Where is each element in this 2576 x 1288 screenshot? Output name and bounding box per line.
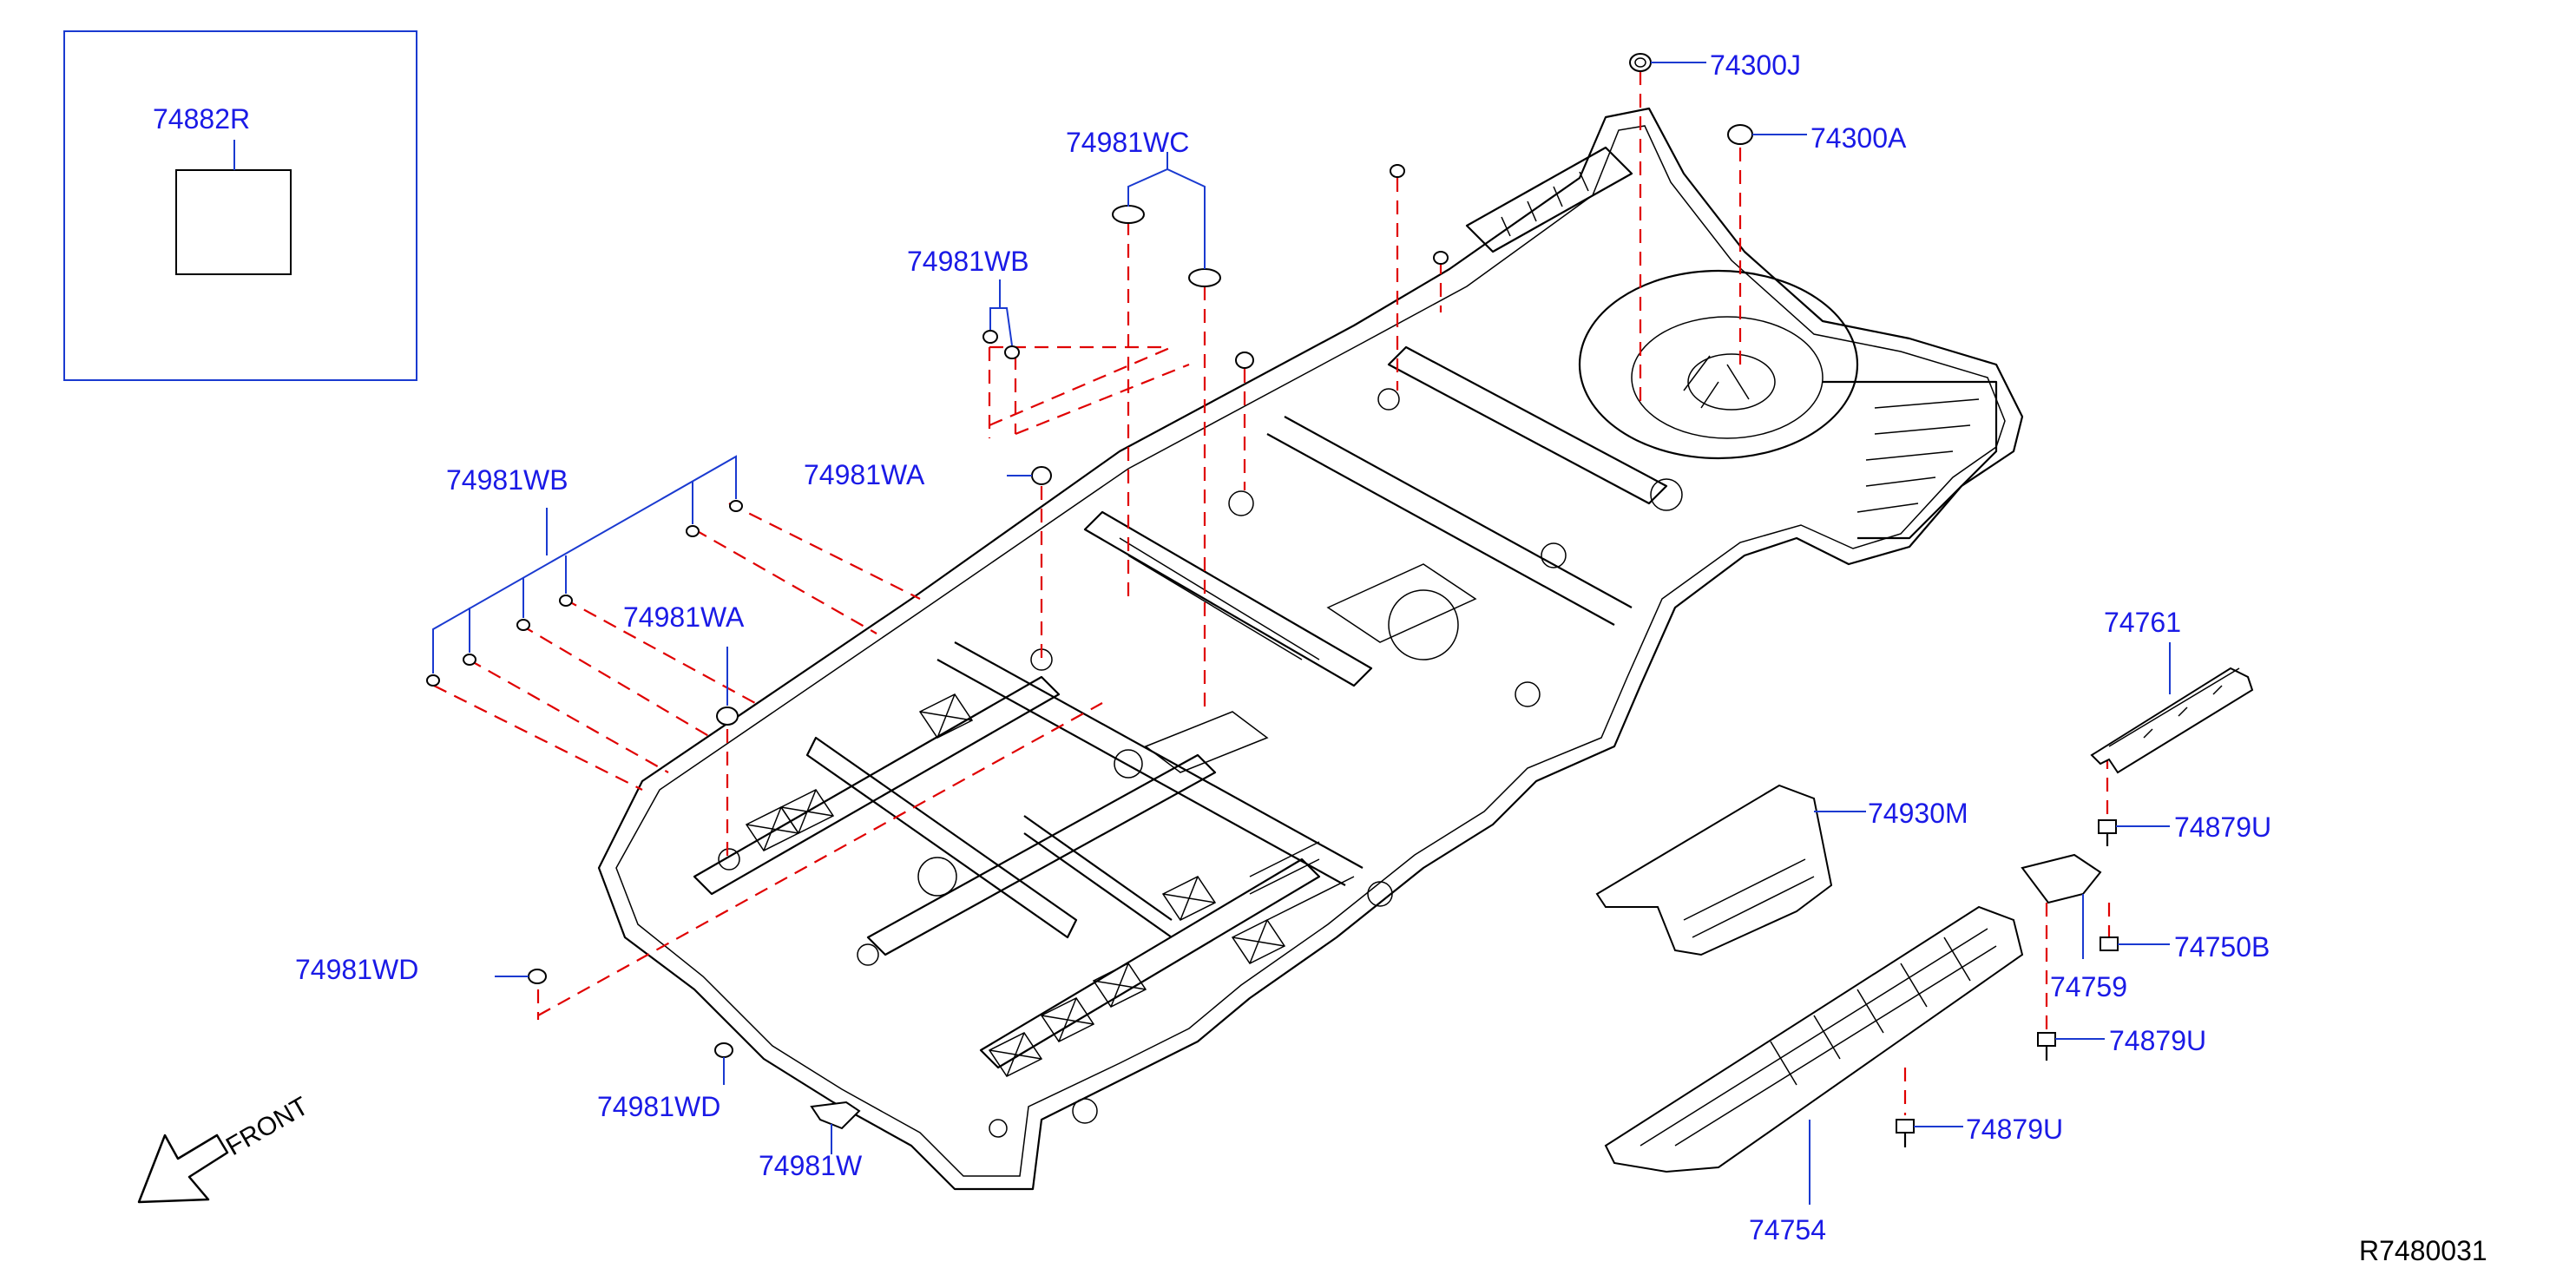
part-labels: 74300J 74300A 74981WC 74981WB 74981WA 74… [295,49,2271,1245]
label-74754[interactable]: 74754 [1749,1214,1826,1245]
heat-insulators [1595,667,2254,1173]
alignment-lines [433,71,2111,1115]
front-indicator: FRONT [137,1092,313,1204]
label-74879u-2[interactable]: 74879U [2109,1025,2206,1056]
label-74981wb-top[interactable]: 74981WB [907,246,1029,277]
label-74879u-3[interactable]: 74879U [1966,1114,2063,1145]
insulator-74930m [1595,784,1833,956]
insulator-74761 [2090,667,2254,774]
plug-74981wb-top-a [982,330,998,344]
plug-74300j [1629,53,1652,72]
insulator-74759 [2021,853,2102,904]
label-74981wb-left[interactable]: 74981WB [446,464,568,496]
label-74300j[interactable]: 74300J [1710,49,1801,81]
leader-lines [432,62,2171,1205]
label-74879u-1[interactable]: 74879U [2174,812,2271,843]
label-74981wa-left[interactable]: 74981WA [623,601,745,633]
label-74981wd-left[interactable]: 74981WD [295,954,418,985]
insulator-74754 [1604,905,2024,1173]
label-74882r[interactable]: 74882R [153,103,250,135]
label-74759[interactable]: 74759 [2050,971,2127,1002]
label-74981w[interactable]: 74981W [759,1150,863,1181]
plugs [426,53,1753,1130]
label-74981wc[interactable]: 74981WC [1066,127,1189,158]
plug-74981wc-b [1188,268,1221,287]
front-arrow-icon [137,1134,229,1204]
diagram-reference-id: R7480031 [2359,1235,2487,1266]
pad-74981w [810,1101,861,1130]
plug-74981wd-bottom [714,1042,733,1058]
floor-panel-assembly [597,107,2024,1191]
plug-74981wa-top [1031,466,1052,485]
plug-74300a [1727,124,1753,145]
plug-74981wc-a [1112,205,1145,224]
bolts [1896,819,2119,1147]
label-74930m[interactable]: 74930M [1868,798,1968,829]
plug-74981wa-left [716,706,739,726]
front-label: FRONT [221,1092,313,1161]
label-74981wd-bottom[interactable]: 74981WD [597,1091,720,1122]
label-74761[interactable]: 74761 [2104,607,2181,638]
inset-panel: 74882R [63,30,417,381]
label-74981wa-top[interactable]: 74981WA [804,459,925,490]
plug-74981wd-left [528,969,547,984]
label-74750b[interactable]: 74750B [2174,931,2270,963]
label-74300a[interactable]: 74300A [1810,122,1907,154]
plug-74981wb-top-b [1004,345,1020,359]
